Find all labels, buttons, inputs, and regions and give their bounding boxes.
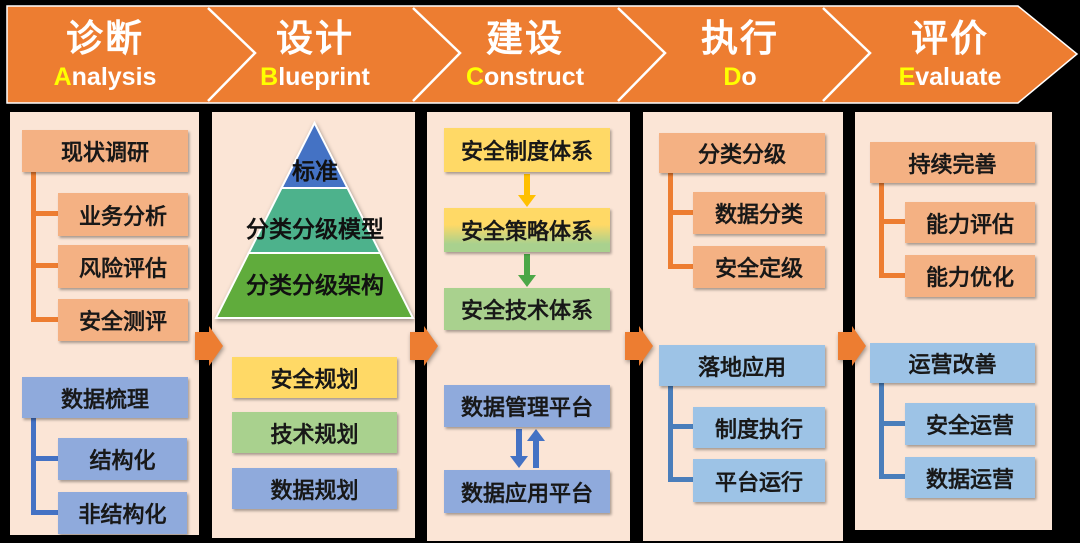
phase-title-zh: 设计 bbox=[276, 18, 354, 59]
tree-line bbox=[668, 477, 693, 482]
pyramid-label-architecture: 分类分级架构 bbox=[246, 272, 384, 298]
tree-line bbox=[668, 210, 693, 215]
box-capability-assessment: 能力评估 bbox=[905, 202, 1035, 243]
phase-title-en: Analysis bbox=[53, 63, 157, 91]
box-data-classification: 数据分类 bbox=[693, 192, 825, 234]
tree-line bbox=[879, 219, 905, 224]
box-implementation: 落地应用 bbox=[659, 345, 825, 386]
tree-line bbox=[31, 510, 58, 515]
box-classification-grading: 分类分级 bbox=[659, 133, 825, 173]
tree-line bbox=[879, 383, 884, 479]
phase-title-en: Evaluate bbox=[898, 63, 1002, 91]
tree-line bbox=[31, 172, 36, 322]
banner-ribbon bbox=[6, 5, 1079, 104]
phase-title-zh: 诊断 bbox=[66, 18, 144, 59]
box-regime-execution: 制度执行 bbox=[693, 407, 825, 448]
phase-title-en: Blueprint bbox=[260, 63, 370, 91]
tree-line bbox=[31, 211, 58, 216]
phase-title-zh: 执行 bbox=[701, 18, 779, 59]
tree-line bbox=[31, 418, 36, 515]
box-unstructured: 非结构化 bbox=[58, 492, 187, 534]
box-risk-assessment: 风险评估 bbox=[58, 245, 188, 288]
tree-line bbox=[879, 183, 884, 278]
tree-line bbox=[879, 421, 905, 426]
box-business-analysis: 业务分析 bbox=[58, 193, 188, 236]
phase-tab-blueprint: 设计 Blueprint bbox=[210, 16, 420, 100]
box-survey: 现状调研 bbox=[22, 130, 188, 172]
phase-tab-do: 执行 Do bbox=[635, 16, 845, 100]
phase-title-en: Do bbox=[723, 63, 757, 91]
tree-line bbox=[879, 273, 905, 278]
box-data-operation: 数据运营 bbox=[905, 457, 1035, 498]
tree-line bbox=[31, 317, 58, 322]
tree-line bbox=[668, 173, 673, 269]
tree-line bbox=[31, 263, 58, 268]
tree-line bbox=[668, 424, 693, 429]
tree-line bbox=[31, 456, 58, 461]
box-data-management-platform: 数据管理平台 bbox=[444, 385, 610, 427]
box-continuous-improvement: 持续完善 bbox=[870, 142, 1035, 183]
phase-tab-construct: 建设 Construct bbox=[420, 16, 630, 100]
phase-title-zh: 建设 bbox=[486, 18, 564, 59]
box-data-application-platform: 数据应用平台 bbox=[444, 470, 610, 513]
box-security-regime: 安全制度体系 bbox=[444, 128, 610, 172]
box-platform-operation: 平台运行 bbox=[693, 459, 825, 502]
box-data-sorting: 数据梳理 bbox=[22, 377, 188, 418]
box-security-operation: 安全运营 bbox=[905, 403, 1035, 445]
pyramid-label-standard: 标准 bbox=[292, 158, 338, 184]
phase-tab-analysis: 诊断 Analysis bbox=[0, 16, 210, 100]
box-security-technology: 安全技术体系 bbox=[444, 288, 610, 330]
box-technology-plan: 技术规划 bbox=[232, 412, 397, 453]
phase-title-zh: 评价 bbox=[911, 18, 989, 59]
box-security-plan: 安全规划 bbox=[232, 357, 397, 398]
box-security-policy: 安全策略体系 bbox=[444, 208, 610, 252]
box-security-grading: 安全定级 bbox=[693, 246, 825, 288]
tree-line bbox=[668, 264, 693, 269]
box-capability-optimization: 能力优化 bbox=[905, 255, 1035, 297]
box-structured: 结构化 bbox=[58, 438, 187, 480]
phase-title-en: Construct bbox=[465, 63, 585, 91]
pyramid-label-model: 分类分级模型 bbox=[246, 216, 384, 242]
tree-line bbox=[668, 386, 673, 482]
box-data-plan: 数据规划 bbox=[232, 468, 397, 509]
phase-tab-evaluate: 评价 Evaluate bbox=[845, 16, 1055, 100]
tree-line bbox=[879, 474, 905, 479]
box-security-testing: 安全测评 bbox=[58, 299, 188, 341]
box-operation-improvement: 运营改善 bbox=[870, 343, 1035, 383]
